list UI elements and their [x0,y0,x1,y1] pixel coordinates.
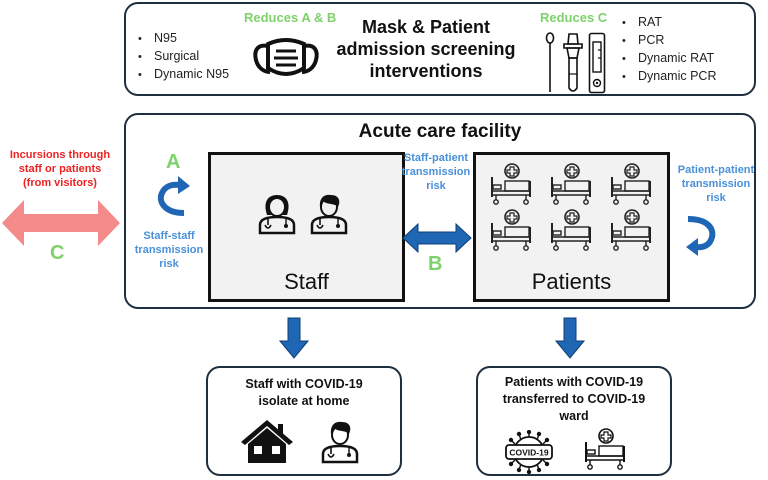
incursions-double-arrow [2,200,120,246]
acute-care-facility-box: Acute care facility A Staff-staff transm… [124,113,756,309]
covid-badge-text: COVID-19 [509,448,548,458]
staff-outcome-title-line: isolate at home [258,394,350,408]
staff-box-label: Staff [284,269,329,294]
staff-patient-letter-b: B [428,253,443,275]
hospital-bed-icon [582,428,628,470]
staff-patient-double-arrow [402,223,472,253]
incursions-label-line: staff or patients [18,163,102,175]
staff-outcome-title-line: Staff with COVID-19 [245,377,363,391]
male-doctor-icon [309,193,349,235]
staff-outcome-box: Staff with COVID-19 isolate at home [206,366,402,476]
incursions-letter-c: C [50,242,65,264]
mask-option: N95 [138,30,229,48]
staff-staff-curved-arrow-icon [154,173,194,217]
staff-staff-risk-line: Staff-staff [143,230,195,242]
incursions-label-line: (from visitors) [23,177,97,189]
hospital-bed-icon [608,209,654,251]
mask-option: Surgical [138,48,229,66]
hospital-bed-icon [488,163,534,205]
staff-outcome-title: Staff with COVID-19 isolate at home [208,376,400,410]
interventions-title-line: interventions [369,61,483,81]
screening-option: Dynamic RAT [622,50,717,68]
face-mask-icon [252,34,320,82]
interventions-title-line: Mask & Patient [361,17,491,37]
swab-icon [544,32,556,94]
staff-staff-risk-line: transmission [134,244,204,256]
patients-down-arrow [555,317,585,359]
screening-options-list: RAT PCR Dynamic RAT Dynamic PCR [622,14,717,86]
staff-patient-risk-line: risk [426,180,446,192]
house-icon [240,418,294,464]
reduces-a-b-label: Reduces A & B [244,10,337,25]
mask-option: Dynamic N95 [138,66,229,84]
patients-outcome-title-line: transferred to COVID-19 [502,392,646,406]
screening-option: Dynamic PCR [622,68,717,86]
screening-option: PCR [622,32,717,50]
patients-outcome-title-line: Patients with COVID-19 [504,375,644,389]
hospital-bed-icon [608,163,654,205]
patient-patient-risk-line: Patient-patient [677,164,755,176]
staff-box: Staff [208,152,405,302]
reduces-c-label: Reduces C [540,10,608,25]
patient-patient-risk-label: Patient-patient transmission risk [674,163,758,205]
staff-staff-risk-label: Staff-staff transmission risk [128,229,210,271]
staff-staff-letter-a: A [166,151,181,173]
patient-patient-curved-arrow-icon [682,215,722,259]
interventions-title-line: admission screening [336,39,516,59]
screening-option: RAT [622,14,717,32]
patients-outcome-box: Patients with COVID-19 transferred to CO… [476,366,672,476]
staff-down-arrow [279,317,309,359]
facility-title: Acute care facility [358,121,522,142]
patients-outcome-title-line: ward [559,409,589,423]
covid-virus-icon: COVID-19 [504,430,554,474]
staff-patient-risk-line: transmission [401,166,471,178]
incursions-label-line: Incursions through [9,149,111,161]
patients-box: Patients [473,152,670,302]
incursions-label: Incursions through staff or patients (fr… [0,148,120,190]
staff-staff-risk-line: risk [159,258,179,270]
hospital-bed-icon [488,209,534,251]
patients-box-label: Patients [531,269,612,294]
female-doctor-icon [257,193,297,235]
patients-outcome-title: Patients with COVID-19 transferred to CO… [478,374,670,425]
interventions-box: N95 Surgical Dynamic N95 Reduces A & B M… [124,2,756,96]
staff-patient-risk-line: Staff-patient [403,152,469,164]
doctor-icon [320,420,360,464]
interventions-title: Mask & Patient admission screening inter… [326,16,526,82]
hospital-bed-icon [548,209,594,251]
patient-patient-risk-line: risk [706,192,726,204]
rapid-test-cassette-icon [588,32,606,94]
staff-patient-risk-label: Staff-patient transmission risk [396,151,476,193]
mask-options-list: N95 Surgical Dynamic N95 [138,30,229,84]
patient-patient-risk-line: transmission [681,178,751,190]
hospital-bed-icon [548,163,594,205]
test-tube-icon [562,32,584,94]
